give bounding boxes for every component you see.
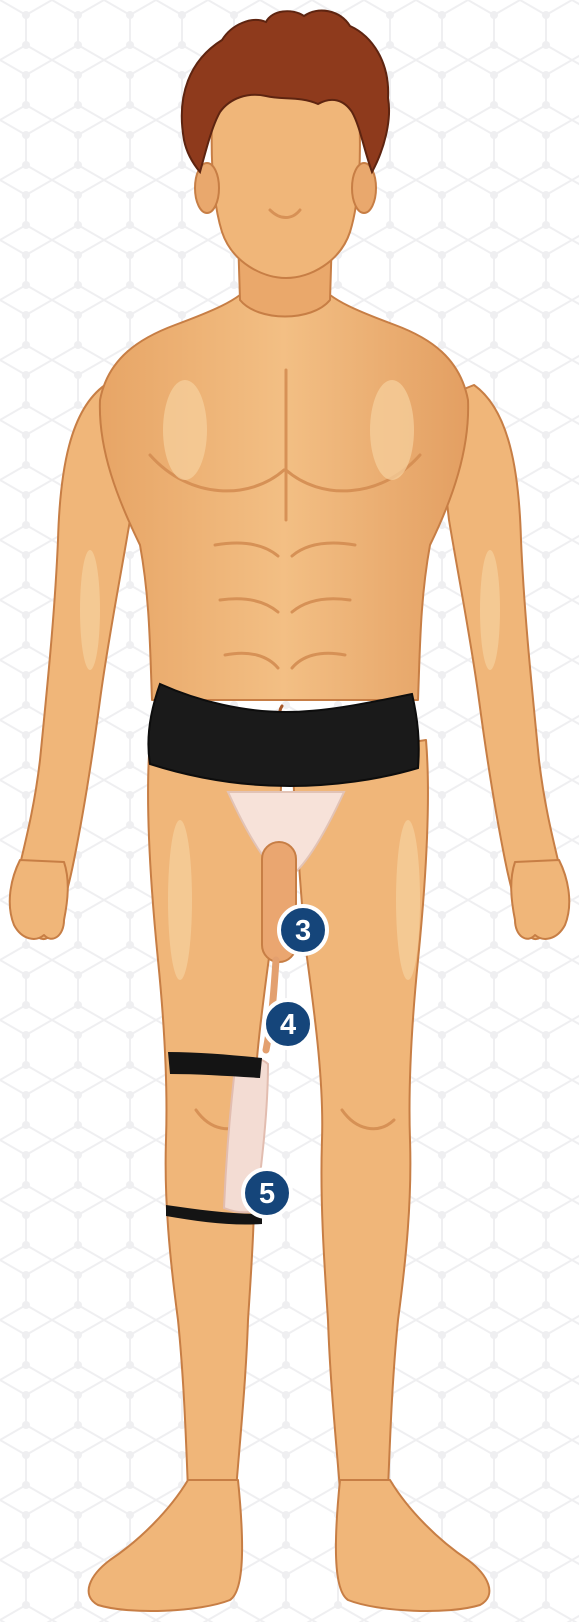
right-hand <box>511 860 569 939</box>
marker-3-label: 3 <box>295 915 311 947</box>
marker-4: 4 <box>264 1000 312 1048</box>
left-hand <box>10 860 68 939</box>
marker-4-label: 4 <box>280 1009 296 1041</box>
marker-3: 3 <box>279 906 327 954</box>
marker-5: 5 <box>243 1169 291 1217</box>
torso <box>100 285 468 700</box>
marker-5-label: 5 <box>259 1178 275 1210</box>
